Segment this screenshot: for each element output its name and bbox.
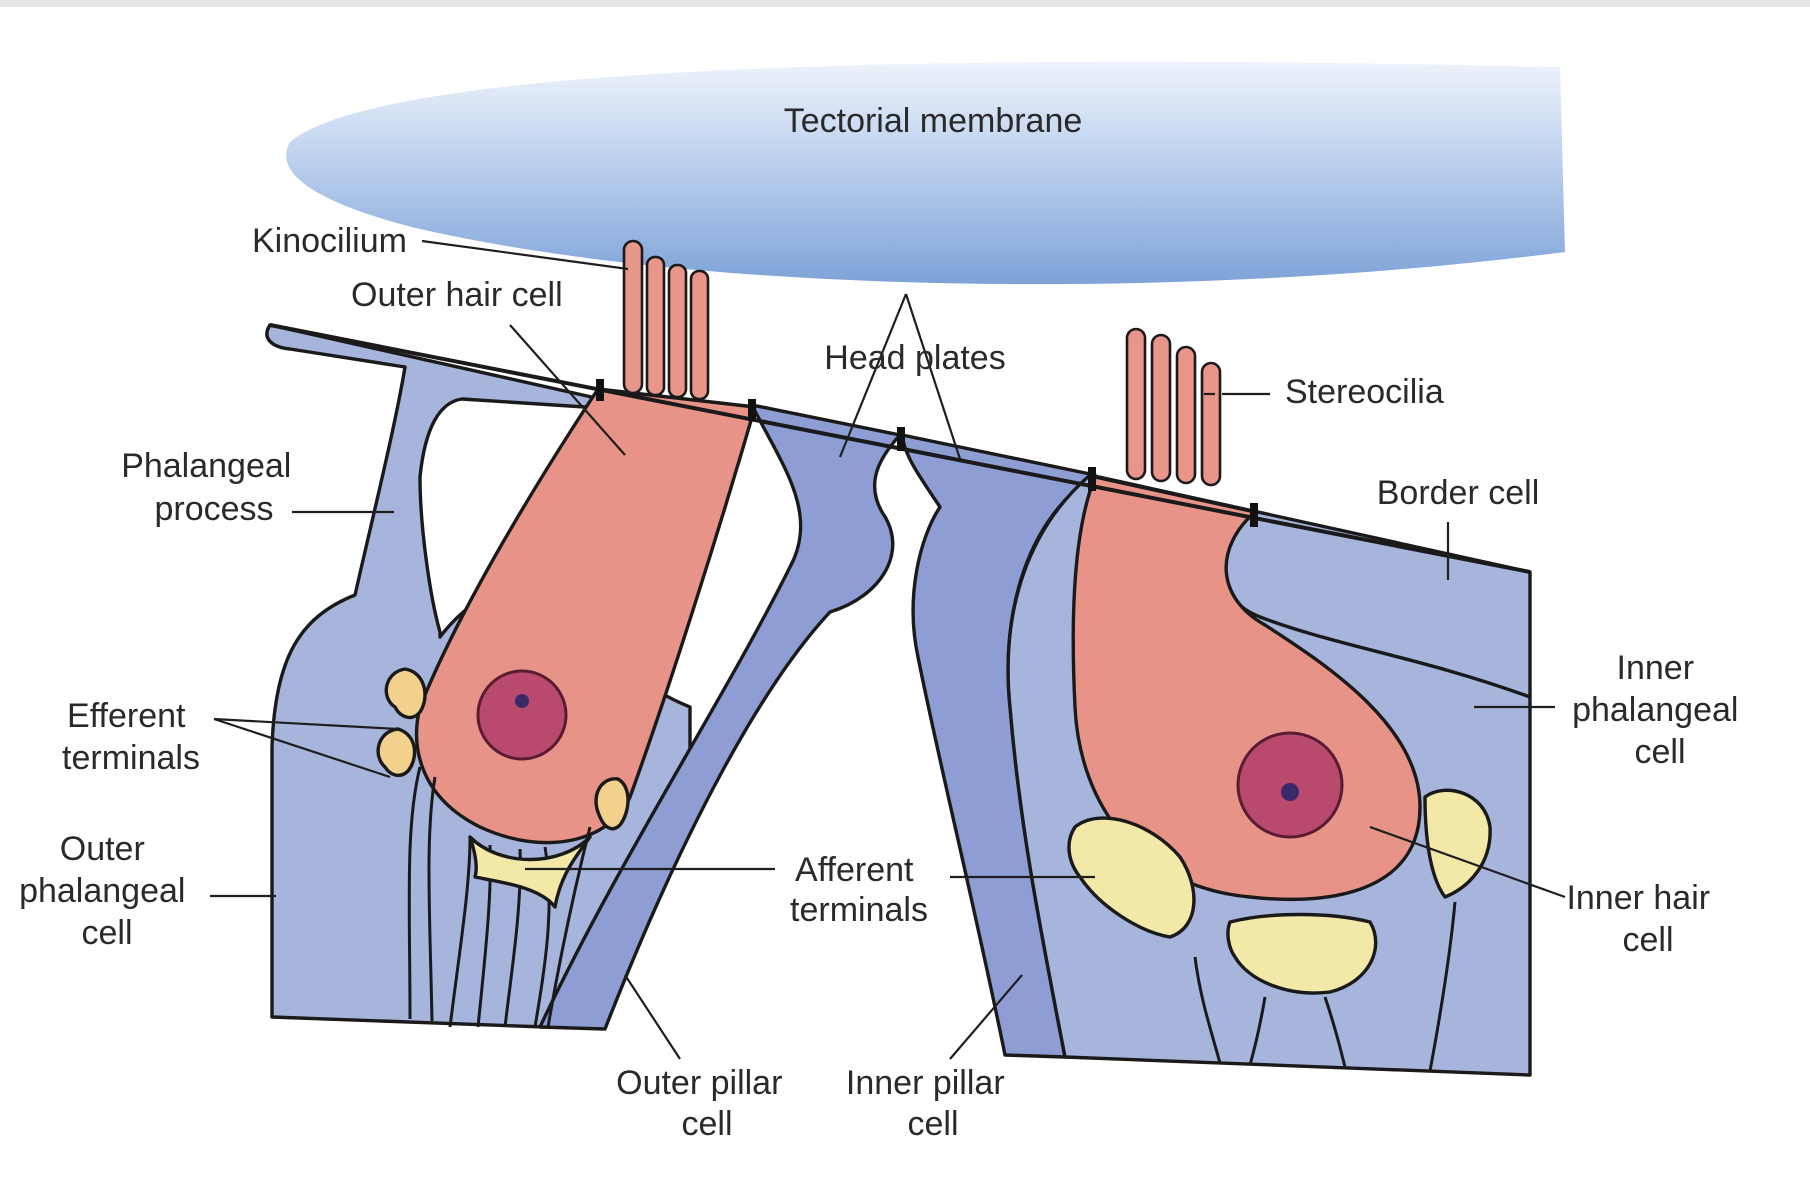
label-afferent-terminals-line2: terminals [790, 891, 928, 929]
label-outer-phalangeal-cell-line1: Outer [60, 830, 145, 868]
outer-hair-cell-nucleolus [515, 694, 529, 708]
label-phalangeal-process-line2: process [154, 490, 273, 528]
label-phalangeal-process: Phalangeal process [121, 447, 301, 528]
label-afferent-terminals: Afferent terminals [790, 851, 928, 929]
stereocilium-shape [1202, 363, 1220, 485]
label-inner-hair-cell-line2: cell [1622, 921, 1673, 959]
label-outer-pillar-cell-line1: Outer pillar [616, 1064, 782, 1102]
head-plate-junction [748, 399, 756, 421]
label-efferent-terminals-line1: Efferent [67, 697, 186, 735]
head-plate-junction [1088, 467, 1096, 491]
label-border-cell: Border cell [1377, 474, 1540, 512]
label-tectorial-membrane: Tectorial membrane [784, 102, 1083, 140]
label-inner-pillar-cell-line2: cell [907, 1105, 958, 1143]
label-outer-pillar-cell-line2: cell [681, 1105, 732, 1143]
head-plate-junction [897, 427, 905, 451]
stereocilium-shape [1177, 347, 1195, 483]
inner-hair-cell-nucleolus [1281, 783, 1299, 801]
label-efferent-terminals-line2: terminals [62, 739, 200, 777]
label-phalangeal-process-line1: Phalangeal [121, 447, 291, 485]
stereocilium-shape [1127, 329, 1145, 479]
label-outer-phalangeal-cell-line3: cell [81, 914, 132, 952]
organ-of-corti-diagram: Tectorial membrane Kinocilium Outer hair… [0, 7, 1810, 1187]
stereocilium-shape [691, 271, 708, 399]
label-outer-hair-cell: Outer hair cell [351, 276, 563, 314]
label-stereocilia: Stereocilia [1285, 373, 1444, 411]
label-efferent-terminals: Efferent terminals [62, 697, 200, 777]
label-afferent-terminals-line1: Afferent [795, 851, 914, 889]
label-kinocilium: Kinocilium [252, 222, 407, 260]
label-inner-pillar-cell: Inner pillar cell [846, 1064, 1014, 1143]
kinocilium-shape [624, 241, 642, 393]
stereocilium-shape [1152, 335, 1170, 481]
label-inner-pillar-cell-line1: Inner pillar [846, 1064, 1005, 1102]
stereocilium-shape [669, 265, 686, 397]
label-outer-phalangeal-cell: Outer phalangeal cell [19, 830, 195, 952]
label-outer-pillar-cell: Outer pillar cell [616, 1064, 792, 1143]
label-inner-phalangeal-cell-line2: phalangeal [1572, 691, 1738, 729]
label-inner-hair-cell: Inner hair cell [1566, 879, 1719, 959]
label-head-plates: Head plates [824, 339, 1005, 377]
efferent-terminal-shape [596, 779, 628, 829]
label-inner-hair-cell-line1: Inner hair [1566, 879, 1710, 917]
tectorial-membrane-shape [286, 62, 1565, 284]
head-plate-junction [1250, 503, 1258, 527]
stereocilium-shape [647, 257, 664, 395]
label-outer-phalangeal-cell-line2: phalangeal [19, 872, 185, 910]
outer-hair-cell-nucleus [478, 671, 566, 759]
head-plate-junction [596, 379, 604, 401]
label-inner-phalangeal-cell: Inner phalangeal cell [1572, 649, 1748, 771]
label-inner-phalangeal-cell-line1: Inner [1617, 649, 1695, 687]
label-inner-phalangeal-cell-line3: cell [1634, 733, 1685, 771]
